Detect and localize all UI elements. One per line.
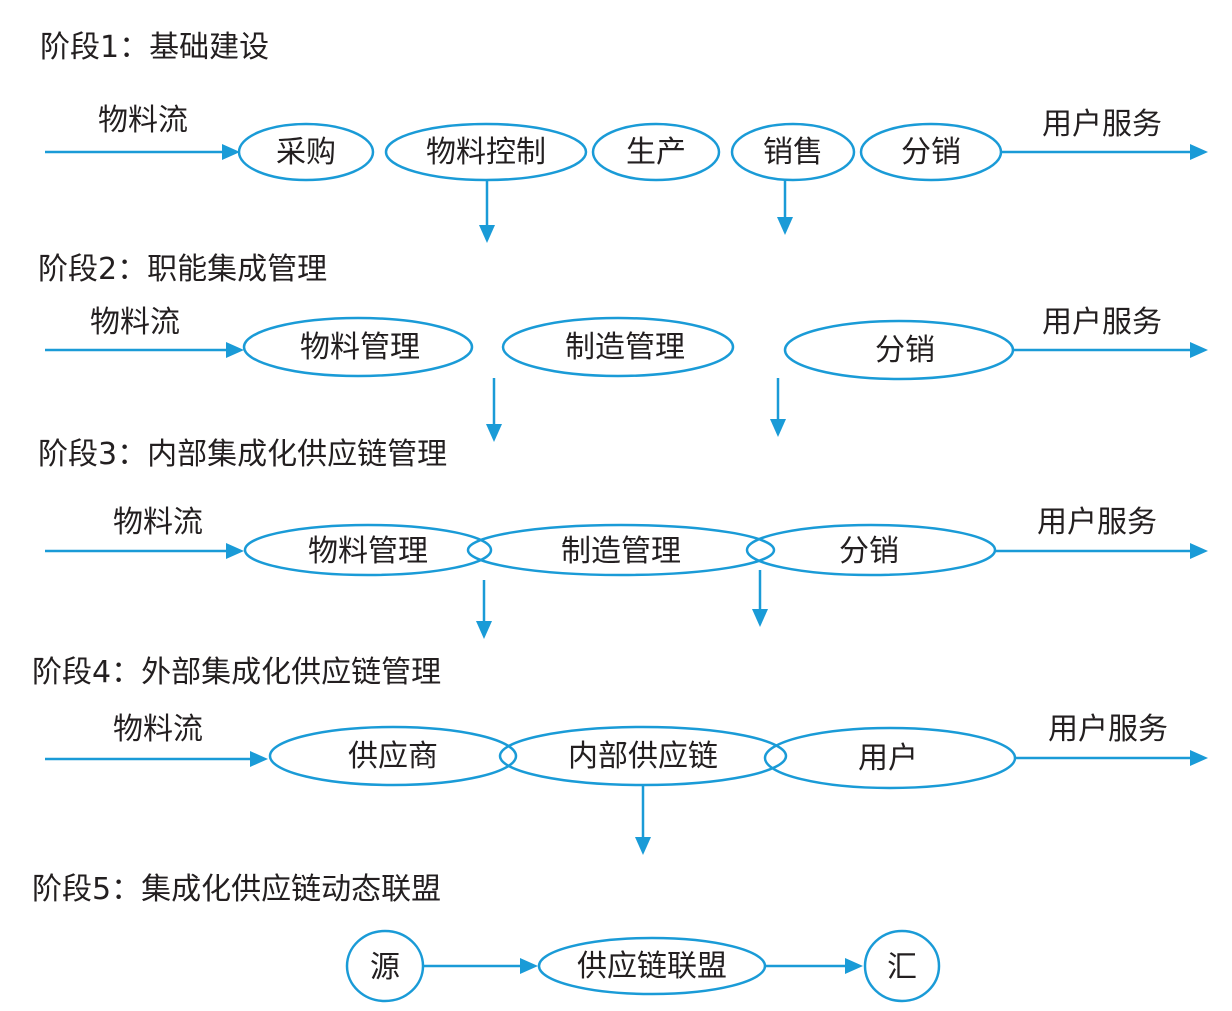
stage-3-node-material-management-label: 物料管理 bbox=[308, 534, 428, 569]
stage-4: 阶段4：外部集成化供应链管理 物料流 用户服务 供应商 内部供应链 用户 bbox=[32, 655, 1208, 855]
stage-1-node-procurement bbox=[237, 122, 375, 182]
stage-2: 阶段2：职能集成管理 物料流 用户服务 物料管理 制造管理 分销 bbox=[38, 252, 1208, 442]
stage-2-material-flow-label: 物料流 bbox=[90, 305, 180, 340]
stage-2-down-arrowhead-left bbox=[486, 424, 502, 442]
stage-2-node-manufacturing-management bbox=[501, 316, 735, 378]
stage-3-down-arrowhead-left bbox=[476, 621, 492, 639]
stage-4-node-internal-supply-chain bbox=[498, 725, 788, 787]
stage-1-output-arrowhead bbox=[1190, 144, 1208, 160]
stage-2-node-manufacturing-management-label: 制造管理 bbox=[565, 330, 685, 365]
stage-5-arrowhead-source-to-alliance bbox=[520, 958, 538, 974]
stage-5: 阶段5：集成化供应链动态联盟 源 供应链联盟 汇 bbox=[32, 872, 941, 1003]
stage-5-arrowhead-alliance-to-sink bbox=[845, 958, 863, 974]
stage-1-customer-service-label: 用户服务 bbox=[1042, 107, 1162, 142]
stage-1-input-arrowhead bbox=[222, 144, 240, 160]
stage-4-material-flow-label: 物料流 bbox=[113, 712, 203, 747]
stage-1-node-production-label: 生产 bbox=[626, 135, 686, 170]
stage-1-down-arrowhead-right bbox=[777, 217, 793, 235]
stage-3-output-arrowhead bbox=[1190, 543, 1208, 559]
stage-4-down-arrowhead bbox=[635, 837, 651, 855]
stage-1-node-production bbox=[591, 122, 721, 182]
stage-4-customer-service-label: 用户服务 bbox=[1048, 712, 1168, 747]
stage-2-node-distribution-label: 分销 bbox=[875, 333, 935, 368]
stage-1-node-material-control bbox=[384, 122, 588, 182]
stage-3-material-flow-label: 物料流 bbox=[113, 505, 203, 540]
stage-5-node-supply-chain-alliance-label: 供应链联盟 bbox=[577, 949, 727, 984]
stage-1-node-material-control-label: 物料控制 bbox=[426, 135, 546, 170]
stage-1-node-procurement-label: 采购 bbox=[276, 135, 336, 170]
stage-4-node-supplier bbox=[268, 725, 518, 787]
stage-3-title: 阶段3：内部集成化供应链管理 bbox=[38, 437, 447, 472]
stage-3: 阶段3：内部集成化供应链管理 物料流 用户服务 物料管理 制造管理 分销 bbox=[38, 437, 1208, 639]
stage-4-output-arrowhead bbox=[1190, 750, 1208, 766]
stage-3-node-manufacturing-management bbox=[466, 523, 776, 577]
stage-1-down-arrowhead-left bbox=[479, 225, 495, 243]
stage-2-title: 阶段2：职能集成管理 bbox=[38, 252, 327, 287]
stage-3-node-manufacturing-management-label: 制造管理 bbox=[561, 534, 681, 569]
stage-1-material-flow-label: 物料流 bbox=[98, 103, 188, 138]
stage-2-node-material-management-label: 物料管理 bbox=[300, 330, 420, 365]
stage-5-node-source-label: 源 bbox=[370, 950, 400, 985]
stage-1-title: 阶段1：基础建设 bbox=[40, 30, 269, 65]
stage-2-input-arrowhead bbox=[226, 342, 244, 358]
stage-2-down-arrowhead-right bbox=[770, 419, 786, 437]
stage-5-title: 阶段5：集成化供应链动态联盟 bbox=[32, 872, 441, 907]
stage-2-customer-service-label: 用户服务 bbox=[1042, 305, 1162, 340]
stage-2-output-arrowhead bbox=[1190, 342, 1208, 358]
stage-3-down-arrowhead-right bbox=[752, 609, 768, 627]
stage-1-node-sales-label: 销售 bbox=[763, 135, 823, 170]
stage-3-node-material-management bbox=[243, 523, 493, 577]
stage-3-input-arrowhead bbox=[226, 543, 244, 559]
stage-1: 阶段1：基础建设 物料流 用户服务 采购 物料控制 生产 销售 分销 bbox=[40, 30, 1208, 243]
stage-5-node-sink bbox=[863, 929, 941, 1003]
stage-4-title: 阶段4：外部集成化供应链管理 bbox=[32, 655, 441, 690]
stage-4-node-supplier-label: 供应商 bbox=[348, 739, 438, 774]
stage-5-node-sink-label: 汇 bbox=[887, 950, 917, 985]
stage-2-node-material-management bbox=[242, 316, 474, 378]
stage-3-node-distribution-label: 分销 bbox=[839, 534, 899, 569]
stage-4-node-customer-label: 用户 bbox=[858, 741, 918, 776]
stage-4-input-arrowhead bbox=[250, 751, 268, 767]
stage-4-node-internal-supply-chain-label: 内部供应链 bbox=[568, 739, 718, 774]
stage-1-node-distribution-label: 分销 bbox=[901, 135, 961, 170]
stage-3-customer-service-label: 用户服务 bbox=[1037, 505, 1157, 540]
stage-1-node-sales bbox=[730, 122, 856, 182]
